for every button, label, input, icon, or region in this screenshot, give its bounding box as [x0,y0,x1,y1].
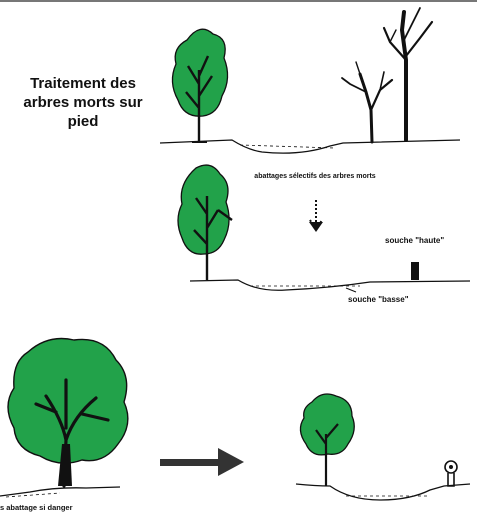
low-stump-pointer [346,288,356,292]
small-live-tree [300,394,354,486]
high-stump [411,262,419,280]
ground-line-2 [190,280,470,290]
scene-before [160,8,460,153]
right-arrow-icon [160,448,244,476]
ground-line-4 [296,484,470,500]
label-high-stump: souche "haute" [385,236,444,245]
stump-ring-icon [445,461,457,486]
dead-tree-1 [342,62,392,142]
large-live-tree [8,339,128,487]
ground-line-3 [0,487,120,496]
scene-danger [0,339,470,501]
live-tree-2 [178,165,232,280]
ground-hatch-1 [240,145,335,148]
live-tree-1 [172,29,227,142]
label-selective-felling: abattages sélectifs des arbres morts [253,172,377,181]
dead-tree-2 [384,8,432,140]
label-low-stump: souche "basse" [348,295,409,304]
scene-after-felling [178,165,470,292]
arrowhead-icon [309,222,323,232]
label-felling-danger: s abattage si danger [0,503,73,512]
